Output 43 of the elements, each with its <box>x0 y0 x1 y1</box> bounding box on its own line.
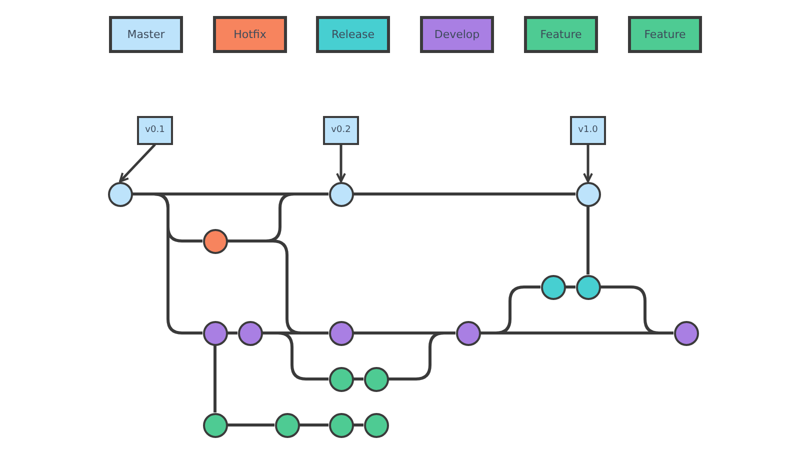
branch-line <box>566 286 576 288</box>
commit-circle <box>328 412 354 438</box>
legend-label: Feature <box>644 28 686 41</box>
commit-circle <box>540 274 566 300</box>
commit-circle <box>328 182 354 206</box>
branch-line <box>228 332 238 334</box>
commit-circle <box>364 366 388 392</box>
version-tag: v1.0 <box>570 116 606 144</box>
commit-circle <box>108 182 132 206</box>
version-tag: v0.2 <box>323 116 359 144</box>
commit-circle <box>674 320 698 346</box>
commit-circle <box>202 320 228 346</box>
arrow <box>336 144 346 182</box>
legend-label: Release <box>332 28 374 41</box>
branch-line <box>600 286 674 334</box>
commit-circle <box>328 320 354 346</box>
branch-line <box>300 424 328 426</box>
branch-line <box>354 192 576 196</box>
branch-line <box>354 424 364 426</box>
version-tag: v0.1 <box>137 116 173 144</box>
commit-circle <box>274 412 300 438</box>
branch-line <box>262 332 328 380</box>
branch-line <box>388 332 456 380</box>
branch-line <box>228 424 274 426</box>
legend-label: Hotfix <box>234 28 266 41</box>
commit-circle <box>202 412 228 438</box>
branch-line <box>586 206 590 274</box>
commit-circle <box>364 412 388 438</box>
legend-label: Feature <box>540 28 582 41</box>
commit-circle <box>456 320 480 346</box>
commit-circle <box>576 182 600 206</box>
commit-circle <box>202 228 228 254</box>
commit-circle <box>238 320 262 346</box>
branch-line <box>214 346 216 412</box>
branch-line <box>132 192 202 334</box>
legend-label: Develop <box>434 28 480 41</box>
arrow <box>119 144 156 182</box>
commit-circle <box>576 274 600 300</box>
legend-label: Master <box>127 28 165 41</box>
arrow <box>583 144 593 182</box>
branch-line <box>480 286 540 334</box>
branch-line <box>354 378 364 380</box>
commit-circle <box>328 366 354 392</box>
